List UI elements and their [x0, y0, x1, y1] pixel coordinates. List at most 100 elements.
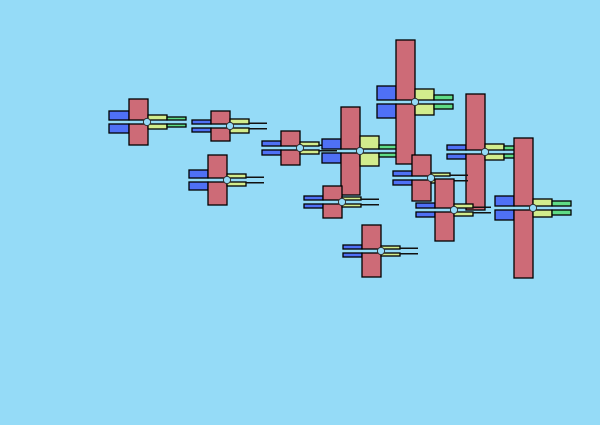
glyph-9-segment-2-upper: [411, 154, 432, 177]
glyph-2-segment-1-upper: [191, 119, 212, 125]
glyph-4-center-marker: [355, 146, 365, 156]
glyph-7-segment-1-upper: [188, 169, 209, 179]
glyph-3-segment-2-lower: [280, 149, 301, 166]
glyph-12-segment-5-lower: [400, 253, 418, 255]
glyph-1-segment-1-lower: [108, 123, 130, 134]
glyph-8-segment-2-upper: [322, 185, 343, 201]
glyph-10-segment-2-lower: [434, 211, 455, 242]
glyph-12-segment-2-upper: [361, 224, 382, 250]
glyph-4-segment-4-lower: [378, 152, 399, 158]
glyph-11-segment-2-upper: [513, 137, 534, 207]
glyph-4-segment-1-lower: [321, 152, 342, 164]
glyph-10: [415, 178, 491, 242]
glyph-11-segment-1-lower: [494, 209, 515, 221]
glyph-2-segment-2-upper: [210, 110, 231, 125]
glyph-7: [188, 154, 264, 206]
glyph-11-segment-3-upper: [532, 198, 553, 207]
glyph-7-segment-1-lower: [188, 181, 209, 191]
glyph-1: [108, 98, 187, 146]
glyph-3-segment-1-upper: [261, 140, 282, 147]
glyph-12-center-marker: [376, 246, 386, 256]
glyph-10-segment-5-upper: [473, 206, 491, 208]
glyph-11-center-marker: [528, 203, 538, 213]
glyph-7-segment-2-upper: [207, 154, 228, 179]
glyph-2-segment-3-upper: [229, 118, 250, 125]
glyph-5-center-marker: [410, 97, 420, 107]
glyph-8-center-marker: [337, 197, 347, 207]
glyph-2-center-marker: [225, 121, 235, 131]
glyph-10-segment-2-upper: [434, 178, 455, 209]
glyph-12-segment-1-upper: [342, 244, 363, 250]
glyph-3-segment-5-lower: [319, 150, 337, 152]
glyph-7-segment-5-upper: [246, 176, 264, 178]
glyph-12: [342, 224, 418, 278]
glyph-9-center-marker: [426, 173, 436, 183]
glyph-12-segment-5-upper: [400, 247, 418, 249]
glyph-6-segment-1-upper: [446, 144, 467, 151]
glyph-5-segment-1-upper: [376, 85, 397, 101]
glyph-4-segment-3-upper: [359, 135, 380, 150]
glyph-1-segment-2-upper: [128, 98, 149, 121]
glyph-1-segment-1-upper: [108, 110, 130, 121]
glyph-2-segment-2-lower: [210, 127, 231, 142]
glyph-3: [261, 130, 337, 166]
glyph-1-center-marker: [142, 117, 152, 127]
glyph-4: [321, 106, 399, 196]
glyph-12-segment-1-lower: [342, 252, 363, 258]
glyph-4-segment-4-upper: [378, 144, 399, 150]
glyph-layer: [108, 39, 572, 279]
glyph-2-segment-3-lower: [229, 127, 250, 134]
glyph-9-segment-1-upper: [392, 170, 413, 177]
glyph-10-segment-5-lower: [473, 212, 491, 214]
glyph-7-segment-5-lower: [246, 182, 264, 184]
glyph-10-center-marker: [449, 205, 459, 215]
glyph-4-segment-1-upper: [321, 138, 342, 150]
glyph-6-segment-2-lower: [465, 153, 486, 211]
glyph-3-segment-1-lower: [261, 149, 282, 156]
glyph-6-center-marker: [480, 147, 490, 157]
glyph-5-segment-3-lower: [414, 103, 435, 116]
glyph-7-center-marker: [222, 175, 232, 185]
glyph-9-segment-5-upper: [450, 174, 468, 176]
glyph-11-segment-2-lower: [513, 209, 534, 279]
glyph-4-segment-2-upper: [340, 106, 361, 150]
glyph-6-segment-1-lower: [446, 153, 467, 160]
glyph-7-segment-2-lower: [207, 181, 228, 206]
glyph-1-segment-4-lower: [166, 123, 187, 128]
glyph-11-segment-4-lower: [551, 209, 572, 216]
glyph-5-segment-4-lower: [433, 103, 454, 110]
glyph-11: [494, 137, 572, 279]
glyph-8-segment-1-lower: [303, 203, 324, 209]
glyph-4-segment-3-lower: [359, 152, 380, 167]
glyph-2-segment-1-lower: [191, 127, 212, 133]
glyph-8-segment-5-upper: [361, 198, 379, 200]
glyph-3-segment-2-upper: [280, 130, 301, 147]
glyph-8-segment-2-lower: [322, 203, 343, 219]
glyph-5-segment-2-upper: [395, 39, 416, 101]
glyph-11-segment-3-lower: [532, 209, 553, 218]
glyph-5-segment-1-lower: [376, 103, 397, 119]
glyph-1-segment-4-upper: [166, 116, 187, 121]
glyph-9-segment-5-lower: [450, 180, 468, 182]
glyph-10-segment-1-lower: [415, 211, 436, 218]
glyph-2-segment-5-upper: [249, 122, 267, 124]
glyph-4-segment-2-lower: [340, 152, 361, 196]
glyph-5: [376, 39, 454, 165]
glyph-11-segment-1-upper: [494, 195, 515, 207]
glyph-10-segment-1-upper: [415, 202, 436, 209]
glyph-6-segment-2-upper: [465, 93, 486, 151]
glyph-12-segment-2-lower: [361, 252, 382, 278]
glyph-2-segment-5-lower: [249, 128, 267, 130]
glyph-5-segment-3-upper: [414, 88, 435, 101]
glyph-1-segment-2-lower: [128, 123, 149, 146]
glyph-9-segment-2-lower: [411, 179, 432, 202]
glyph-8-segment-5-lower: [361, 204, 379, 206]
glyph-8-segment-1-upper: [303, 195, 324, 201]
glyph-1-segment-3-upper: [147, 114, 168, 121]
glyph-11-segment-4-upper: [551, 200, 572, 207]
glyph-3-center-marker: [295, 143, 305, 153]
glyph-8: [303, 185, 379, 219]
glyph-9-segment-1-lower: [392, 179, 413, 186]
